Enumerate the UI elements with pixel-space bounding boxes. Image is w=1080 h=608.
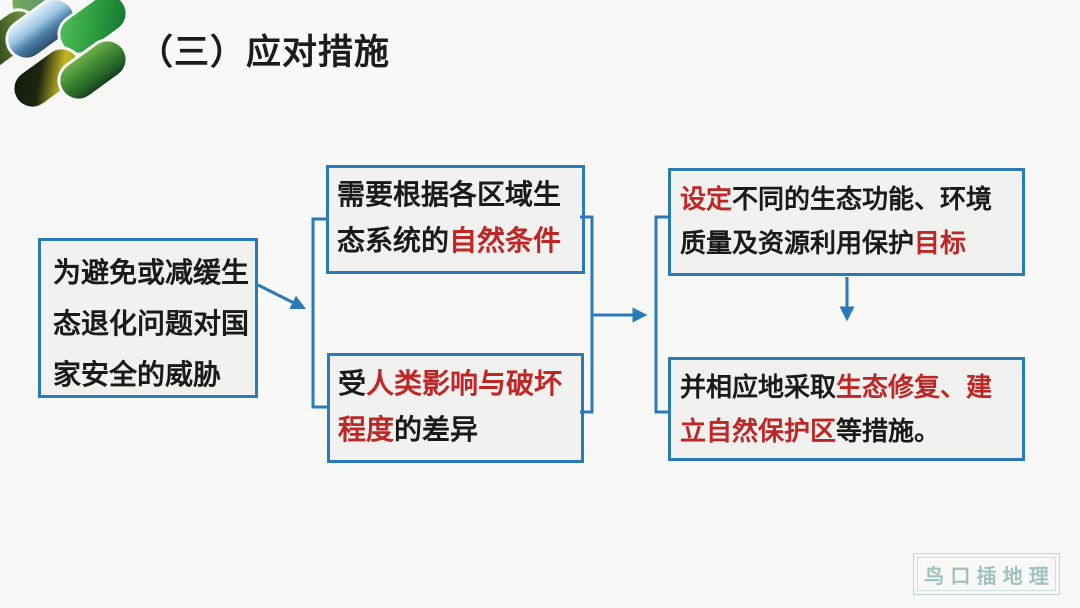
flow-box-text-line: 态系统的自然条件	[337, 225, 562, 256]
flow-box-measures: 并相应地采取生态修复、建立自然保护区等措施。	[668, 357, 1025, 461]
arrow-cause-to-basis-icon	[257, 283, 307, 310]
flow-box-text-line: 质量及资源利用保护目标	[680, 228, 967, 258]
watermark-glyph: 鸟	[924, 563, 945, 588]
bracket-middle-left-icon	[311, 217, 327, 409]
landscape-capsules-logo	[0, 0, 150, 125]
flow-box-text-line: 受人类影响与破坏	[338, 368, 563, 399]
flow-box-text-line: 设定不同的生态功能、环境	[680, 184, 993, 214]
flow-box-text-line: 程度的差异	[338, 414, 479, 445]
watermark-glyph: 口	[950, 563, 971, 588]
flow-box-text-line: 需要根据各区域生	[337, 179, 562, 210]
flow-box-text-line: 并相应地采取生态修复、建	[680, 372, 993, 402]
watermark-glyph: 理	[1028, 563, 1049, 588]
flow-box-basis-human-impact: 受人类影响与破坏程度的差异	[327, 353, 584, 463]
flow-box-basis-natural-conditions: 需要根据各区域生态系统的自然条件	[326, 165, 585, 274]
watermark-glyphs: 鸟 口 插 地 理	[917, 557, 1056, 591]
watermark-logo: 鸟 口 插 地 理	[913, 553, 1060, 595]
flow-box-protection-goals: 设定不同的生态功能、环境质量及资源利用保护目标	[668, 168, 1025, 276]
flow-box-text-line: 为避免或减缓生	[53, 257, 250, 288]
page-title: （三）应对措施	[138, 33, 391, 72]
flow-box-text-line: 家安全的威胁	[53, 359, 222, 390]
flow-box-cause: 为避免或减缓生态退化问题对国家安全的威胁	[38, 238, 258, 398]
flow-box-text-line: 立自然保护区等措施。	[680, 416, 941, 446]
watermark-glyph: 地	[1002, 563, 1023, 588]
flow-box-text-line: 态退化问题对国	[53, 308, 250, 339]
watermark-glyph: 插	[976, 563, 997, 588]
